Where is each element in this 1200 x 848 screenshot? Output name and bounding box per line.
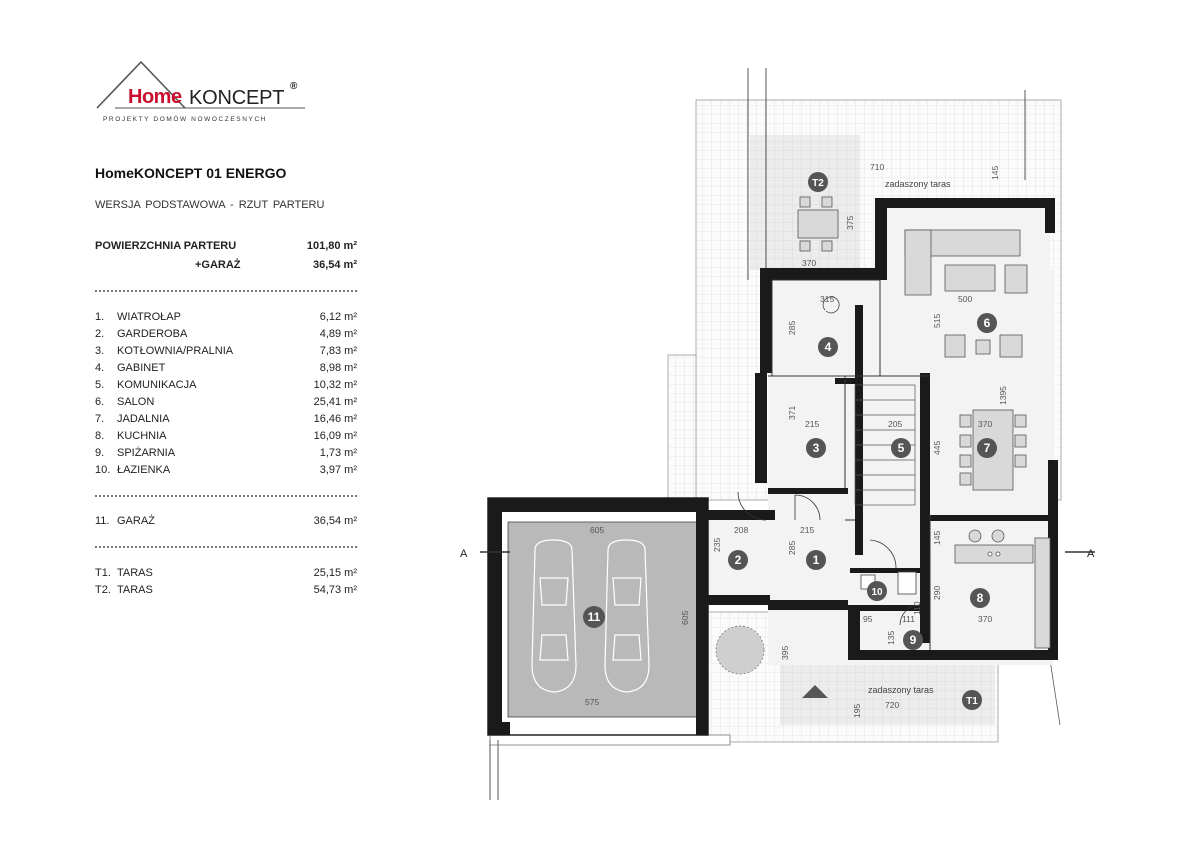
dimension-label: 145	[990, 166, 1000, 180]
dimension-label: 575	[585, 697, 599, 707]
bathroom-fixtures-icon	[822, 296, 917, 595]
dimension-label: 500	[958, 294, 972, 304]
roof-logo-icon	[96, 60, 305, 109]
summary-floor-area: 101,80 m²	[306, 240, 357, 252]
room-marker: 7	[977, 438, 997, 458]
dimension-label: 371	[787, 406, 797, 420]
summary-floor-label: POWIERZCHNIA PARTERU	[95, 240, 237, 252]
room-marker: 3	[806, 438, 826, 458]
dimension-label: 290	[932, 586, 942, 600]
side-terrace	[667, 354, 697, 516]
dimension-label: 195	[852, 704, 862, 718]
dimension-label: 135	[886, 631, 896, 645]
kitchen-counter-icon	[954, 529, 1051, 649]
summary-garage-label: +GARAŻ	[195, 259, 241, 271]
room-marker: T1	[962, 690, 982, 710]
svg-text:3: 3	[813, 441, 820, 455]
divider-dotted	[95, 495, 357, 497]
dimension-label: 445	[932, 441, 942, 455]
room-marker: T2	[808, 172, 828, 192]
project-title: HomeKONCEPT 01 ENERGO	[95, 165, 287, 181]
room-marker: 8	[970, 588, 990, 608]
room-marker: 4	[818, 337, 838, 357]
svg-text:10: 10	[871, 587, 883, 598]
sofa-icon	[904, 229, 1028, 358]
dimension-label: 395	[780, 646, 790, 660]
dimension-label: 720	[885, 700, 899, 710]
dimension-label: 95	[863, 614, 873, 624]
room-marker: 6	[977, 313, 997, 333]
covered-terrace-label: zadaszony taras	[885, 179, 951, 189]
dimension-label: 515	[932, 314, 942, 328]
svg-text:11: 11	[588, 610, 601, 624]
svg-text:4: 4	[825, 340, 832, 354]
logo-registered-mark: ®	[290, 81, 298, 92]
dimension-label: 315	[820, 294, 834, 304]
project-subtitle: WERSJA PODSTAWOWA - RZUT PARTERU	[95, 199, 325, 211]
stairs	[854, 384, 916, 506]
svg-text:6: 6	[984, 316, 991, 330]
svg-text:9: 9	[910, 633, 917, 647]
section-mark-left: A	[460, 548, 468, 560]
svg-text:2: 2	[735, 553, 742, 567]
dimension-label: 605	[680, 611, 690, 625]
room-marker: 5	[891, 438, 911, 458]
svg-text:7: 7	[984, 441, 991, 455]
dimension-label: 215	[805, 419, 819, 429]
svg-text:5: 5	[898, 441, 905, 455]
floor-plan: A A zadaszony taras zadaszony taras 710 …	[460, 68, 1095, 800]
dimension-label: 710	[870, 162, 884, 172]
dimension-label: 145	[932, 531, 942, 545]
door-swings	[737, 491, 921, 626]
dimension-label: 605	[590, 525, 604, 535]
brand-logo: Home KONCEPT ® PROJEKTY DOMÓW NOWOCZESNY…	[95, 58, 315, 128]
dimension-label: 285	[787, 541, 797, 555]
svg-text:T1: T1	[966, 696, 978, 707]
dimension-label: 285	[787, 321, 797, 335]
car-left-icon	[531, 539, 577, 693]
dimension-label: 205	[888, 419, 902, 429]
car-right-icon	[604, 539, 650, 693]
dimension-label: 370	[978, 614, 992, 624]
dimension-label: 215	[800, 525, 814, 535]
tree-icon	[715, 625, 765, 675]
logo-tagline: PROJEKTY DOMÓW NOWOCZESNYCH	[103, 116, 268, 123]
dimension-label: 1395	[998, 386, 1008, 405]
dimension-label: 110	[912, 601, 922, 615]
section-mark-right: A	[1087, 548, 1095, 560]
dimension-label: 208	[734, 525, 748, 535]
svg-text:T2: T2	[812, 178, 824, 189]
terrace-table-icon	[797, 196, 839, 252]
room-marker: 9	[903, 630, 923, 650]
covered-terrace-label: zadaszony taras	[868, 685, 934, 695]
divider-dotted	[95, 290, 357, 292]
entrance-arrow-icon	[802, 685, 828, 698]
dimension-label: 235	[712, 538, 722, 552]
divider-dotted	[95, 546, 357, 548]
dimension-label: 111	[902, 614, 915, 624]
dimension-label: 375	[845, 216, 855, 230]
dimension-label: 370	[802, 258, 816, 268]
room-marker: 2	[728, 550, 748, 570]
logo-home-text: Home	[128, 86, 182, 108]
room-marker: 10	[867, 581, 887, 601]
logo-koncept-text: KONCEPT	[189, 87, 285, 109]
room-marker: 11	[583, 606, 605, 628]
room-marker: 1	[806, 550, 826, 570]
svg-text:8: 8	[977, 591, 984, 605]
svg-text:1: 1	[813, 553, 820, 567]
dimension-label: 370	[978, 419, 992, 429]
summary-garage-area: 36,54 m²	[312, 259, 357, 271]
